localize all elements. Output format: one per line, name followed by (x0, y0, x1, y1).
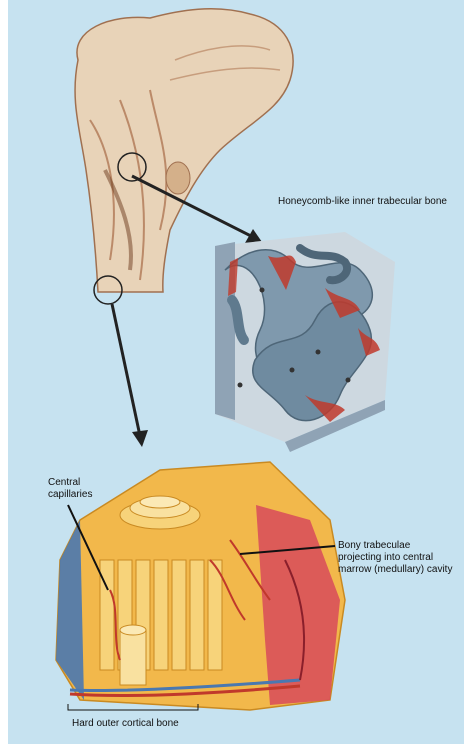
label-hard-outer-cortical: Hard outer cortical bone (72, 718, 179, 730)
cortical-bone-block (56, 462, 345, 710)
label-honeycomb-trabecular: Honeycomb-like inner trabecular bone (278, 196, 447, 208)
label-central-capillaries: Central capillaries (48, 477, 92, 501)
label-bony-trabeculae: Bony trabeculae projecting into central … (338, 540, 452, 576)
arrow-to-cortical (112, 304, 148, 447)
trabecular-cube (215, 232, 395, 452)
